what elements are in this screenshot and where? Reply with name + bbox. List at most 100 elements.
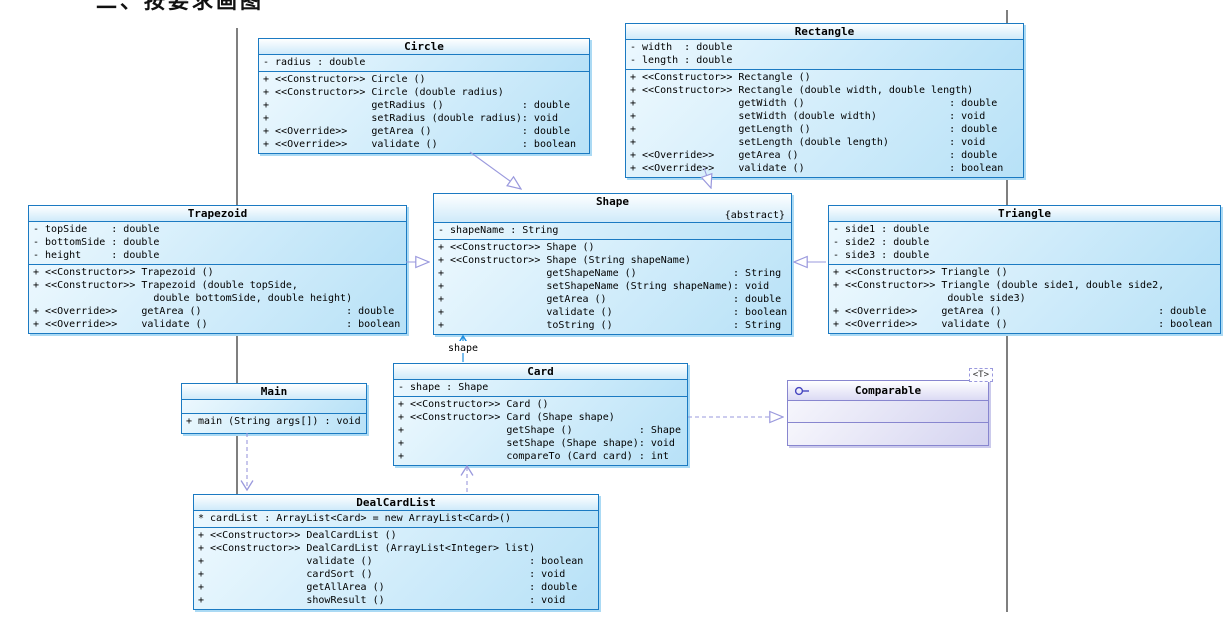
class-title-rectangle: Rectangle [626, 24, 1023, 40]
attribute-row: - topSide : double [33, 224, 160, 235]
interface-lollipop-icon [794, 386, 809, 396]
method-row: + getShape () : Shape [398, 425, 681, 436]
methods-comparable [788, 423, 988, 445]
attributes-rectangle: - width : double - length : double [626, 40, 1023, 70]
attributes-circle: - radius : double [259, 55, 589, 72]
inheritance-circle-to-shape[interactable] [469, 151, 521, 189]
attributes-shape: - shapeName : String [434, 223, 791, 240]
method-row: + <<Override>> validate () : boolean [33, 319, 401, 330]
class-box-circle[interactable]: Circle - radius : double + <<Constructor… [258, 38, 590, 154]
attribute-row: - length : double [630, 55, 733, 66]
methods-rectangle: + <<Constructor>> Rectangle () + <<Constr… [626, 70, 1023, 177]
class-box-card[interactable]: Card - shape : Shape + <<Constructor>> C… [393, 363, 688, 466]
class-box-shape[interactable]: Shape {abstract} - shapeName : String + … [433, 193, 792, 335]
attributes-dealcardlist: * cardList : ArrayList<Card> = new Array… [194, 511, 598, 528]
method-row: + validate () : boolean [438, 307, 788, 318]
method-row: + <<Constructor>> Card (Shape shape) [398, 412, 615, 423]
generic-type-tag: <T> [968, 368, 993, 382]
method-row: + <<Constructor>> DealCardList (ArrayLis… [198, 543, 536, 554]
inheritance-rectangle-to-shape[interactable] [704, 167, 711, 188]
method-row: + <<Constructor>> Rectangle () [630, 72, 811, 83]
attribute-row: * cardList : ArrayList<Card> = new Array… [198, 513, 512, 524]
method-row: + main (String args[]) : void [186, 416, 361, 427]
method-row: + <<Override>> validate () : boolean [833, 319, 1213, 330]
method-row: + <<Constructor>> Triangle () [833, 267, 1008, 278]
attributes-main [182, 400, 366, 414]
attribute-row: - width : double [630, 42, 733, 53]
method-row: + getShapeName () : String [438, 268, 782, 279]
attributes-comparable [788, 401, 988, 423]
attribute-row: - shapeName : String [438, 225, 559, 236]
method-row: + <<Constructor>> Card () [398, 399, 549, 410]
method-row: + <<Override>> getArea () : double [833, 306, 1207, 317]
method-row: + setShape (Shape shape): void [398, 438, 675, 449]
method-row: + <<Override>> validate () : boolean [630, 163, 1004, 174]
attribute-row: - radius : double [263, 57, 366, 68]
method-row: double bottomSide, double height) [33, 293, 353, 304]
class-box-rectangle[interactable]: Rectangle - width : double - length : dou… [625, 23, 1024, 178]
method-row: double side3) [833, 293, 1026, 304]
method-row: + setRadius (double radius): void [263, 113, 559, 124]
association-label-bg [443, 341, 483, 353]
method-row: + setWidth (double width) : void [630, 111, 986, 122]
method-row: + toString () : String [438, 320, 782, 331]
methods-shape: + <<Constructor>> Shape () + <<Constructo… [434, 240, 791, 334]
method-row: + setShapeName (String shapeName): void [438, 281, 770, 292]
method-row: + <<Override>> getArea () : double [630, 150, 998, 161]
method-row: + <<Override>> getArea () : double [263, 126, 571, 137]
class-box-main[interactable]: Main + main (String args[]) : void [181, 383, 367, 434]
method-row: + <<Constructor>> Shape () [438, 242, 595, 253]
attribute-row: - side2 : double [833, 237, 930, 248]
method-row: + showResult () : void [198, 595, 566, 606]
association-label-shape: shape [448, 343, 478, 354]
methods-triangle: + <<Constructor>> Triangle () + <<Constru… [829, 265, 1220, 333]
interface-name: Comparable [854, 384, 922, 397]
method-row: + <<Constructor>> Trapezoid (double topS… [33, 280, 298, 291]
interface-box-comparable[interactable]: <T> Comparable [787, 368, 993, 446]
class-title-triangle: Triangle [829, 206, 1220, 222]
class-title-main: Main [182, 384, 366, 400]
clipped-page-heading: 二、按要求画图 [96, 0, 264, 13]
methods-main: + main (String args[]) : void [182, 414, 366, 433]
method-row: + compareTo (Card card) : int [398, 451, 669, 462]
method-row: + validate () : boolean [198, 556, 584, 567]
method-row: + <<Constructor>> Triangle (double side1… [833, 280, 1165, 291]
method-row: + getWidth () : double [630, 98, 998, 109]
interface-title-comparable: Comparable [788, 381, 988, 401]
class-title-shape: Shape {abstract} [434, 194, 791, 223]
class-name-shape: Shape [595, 195, 630, 208]
attribute-row: - side1 : double [833, 224, 930, 235]
attribute-row: - side3 : double [833, 250, 930, 261]
method-row: + <<Override>> validate () : boolean [263, 139, 577, 150]
methods-dealcardlist: + <<Constructor>> DealCardList () + <<Con… [194, 528, 598, 609]
method-row: + setLength (double length) : void [630, 137, 986, 148]
method-row: + getAllArea () : double [198, 582, 578, 593]
method-row: + cardSort () : void [198, 569, 566, 580]
class-box-dealcardlist[interactable]: DealCardList * cardList : ArrayList<Card… [193, 494, 599, 610]
attributes-card: - shape : Shape [394, 380, 687, 397]
method-row: + <<Constructor>> DealCardList () [198, 530, 397, 541]
attributes-triangle: - side1 : double - side2 : double - side3 … [829, 222, 1220, 265]
method-row: + <<Constructor>> Shape (String shapeNam… [438, 255, 691, 266]
method-row: + getRadius () : double [263, 100, 571, 111]
attributes-trapezoid: - topSide : double - bottomSide : double -… [29, 222, 406, 265]
methods-trapezoid: + <<Constructor>> Trapezoid () + <<Constr… [29, 265, 406, 333]
method-row: + <<Constructor>> Trapezoid () [33, 267, 214, 278]
method-row: + getLength () : double [630, 124, 998, 135]
method-row: + <<Constructor>> Circle (double radius) [263, 87, 504, 98]
attribute-row: - bottomSide : double [33, 237, 160, 248]
class-title-card: Card [394, 364, 687, 380]
attribute-row: - height : double [33, 250, 160, 261]
attribute-row: - shape : Shape [398, 382, 489, 393]
method-row: + getArea () : double [438, 294, 782, 305]
class-title-trapezoid: Trapezoid [29, 206, 406, 222]
class-box-triangle[interactable]: Triangle - side1 : double - side2 : doubl… [828, 205, 1221, 334]
class-title-circle: Circle [259, 39, 589, 55]
abstract-stereotype: {abstract} [724, 210, 785, 221]
methods-card: + <<Constructor>> Card () + <<Constructor… [394, 397, 687, 465]
method-row: + <<Constructor>> Rectangle (double widt… [630, 85, 974, 96]
method-row: + <<Constructor>> Circle () [263, 74, 426, 85]
class-box-trapezoid[interactable]: Trapezoid - topSide : double - bottomSide… [28, 205, 407, 334]
